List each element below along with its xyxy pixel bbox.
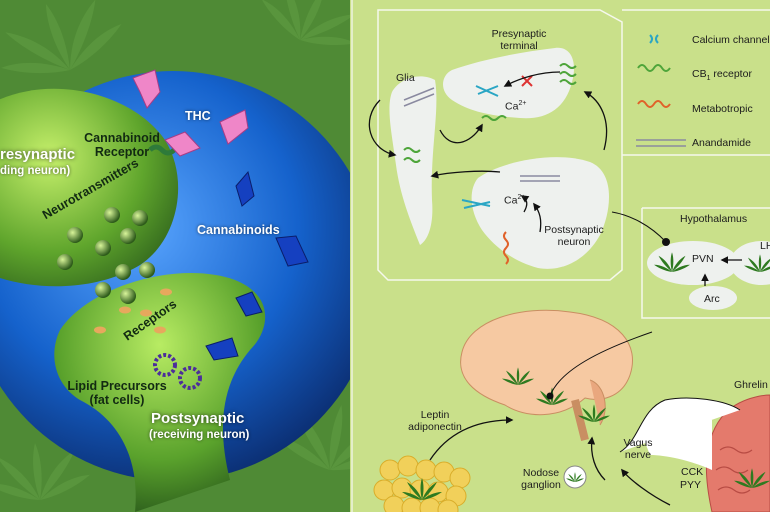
vagus-nerve-label: Vagus nerve <box>623 437 653 462</box>
fat-cells <box>373 455 471 512</box>
postsynaptic-neuron <box>54 273 266 512</box>
nodose-ganglion-label: Nodose ganglion <box>521 467 561 492</box>
neurotransmitter-vesicles <box>57 207 155 304</box>
pvn-node <box>647 241 739 285</box>
calcium-top-label: Ca2+ <box>505 100 527 113</box>
legend-anandamide: Anandamide <box>692 137 751 149</box>
presynaptic-sub-label: ding neuron) <box>0 165 71 177</box>
presynaptic-terminal-label: Presynaptic terminal <box>491 28 547 53</box>
thc-molecule-icon <box>132 69 249 157</box>
lipid-precursors <box>153 353 202 390</box>
lh-node <box>730 241 770 285</box>
legend-cb1-receptor: CB1 receptor <box>692 68 752 83</box>
cannabinoids-label: Cannabinoids <box>197 223 280 237</box>
presynaptic-label: resynaptic <box>0 146 76 163</box>
legend-metabotropic: Metabotropic <box>692 103 753 115</box>
arc-node <box>689 286 737 310</box>
postsynaptic-sub-label: (receiving neuron) <box>149 429 250 441</box>
arc-label: Arc <box>704 293 720 305</box>
ghrelin-label: Ghrelin <box>734 379 768 391</box>
thc-label: THC <box>185 109 211 123</box>
glia-label: Glia <box>396 72 415 84</box>
hypothalamus-label: Hypothalamus <box>680 213 748 225</box>
cannabinoid-molecule-icon <box>205 170 309 361</box>
receptor-sites <box>94 288 172 334</box>
cck-label: CCK <box>681 466 704 478</box>
postsynaptic-label: Postsynaptic <box>151 410 245 427</box>
calcium-bottom-label: Ca2+ <box>504 194 526 207</box>
legend-calcium-channel: Calcium channel <box>692 34 770 46</box>
postsynaptic-neuron-label: Postsynaptic neuron <box>544 224 604 249</box>
brain <box>460 309 633 416</box>
pyy-label: PYY <box>680 479 702 491</box>
lipid-precursors-label: Lipid Precursors (fat cells) <box>67 379 167 408</box>
cannabinoid-receptor-label: Cannabinoid Receptor <box>84 131 160 160</box>
lh-label: LH <box>760 240 770 252</box>
leptin-adiponectin-label: Leptin adiponectin <box>408 409 462 434</box>
pvn-label: PVN <box>692 253 714 265</box>
